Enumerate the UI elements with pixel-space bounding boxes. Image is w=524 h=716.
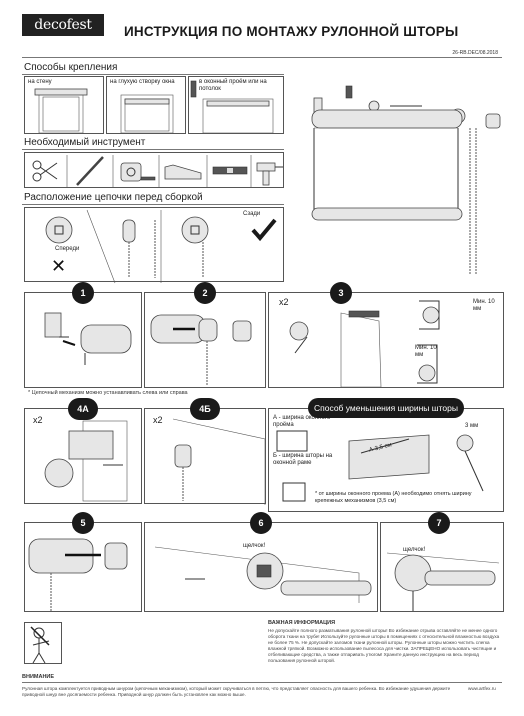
step-6-panel: щелчок! bbox=[144, 522, 378, 612]
step-4a-illustration bbox=[44, 420, 128, 502]
chain-front-label: Спереди bbox=[55, 246, 80, 252]
chain-underline bbox=[22, 204, 284, 205]
step-4a-panel: x2 bbox=[24, 408, 142, 504]
pencil-icon bbox=[76, 156, 104, 186]
step-4b-badge: 4Б bbox=[190, 398, 220, 420]
mounting-section-title: Способы крепления bbox=[24, 62, 118, 73]
blind-overview-illustration bbox=[311, 85, 501, 274]
step-2-badge: 2 bbox=[194, 282, 216, 304]
header-divider bbox=[22, 57, 502, 58]
scissors-icon bbox=[32, 160, 58, 182]
tools-panel bbox=[24, 152, 284, 188]
step-7-click-label: щелчок! bbox=[403, 547, 426, 553]
mounting-option-label: в оконный проём или на потолок bbox=[199, 79, 267, 92]
stapler-icon bbox=[164, 164, 202, 180]
step-4a-badge: 4А bbox=[68, 398, 98, 420]
drill-icon bbox=[256, 162, 283, 186]
brand-logo: decofest bbox=[22, 14, 104, 36]
opening-mount-illustration bbox=[190, 80, 274, 134]
mounting-option-sash: на глухую створку окна bbox=[106, 76, 186, 134]
step-4b-panel: x2 bbox=[144, 408, 266, 505]
document-code: 26-RB.DEC/08.2018 bbox=[452, 50, 498, 56]
step-3-min-bottom: Мин. 10 мм bbox=[415, 345, 437, 358]
mounting-underline bbox=[22, 74, 284, 75]
step-7-panel: щелчок! bbox=[380, 522, 504, 612]
step-2-illustration bbox=[150, 314, 252, 385]
step-6-illustration bbox=[154, 546, 372, 603]
step-4b-illustration bbox=[172, 418, 266, 505]
warning-title: ВНИМАНИЕ bbox=[22, 674, 55, 680]
mounting-option-label: на стену bbox=[28, 79, 52, 85]
step-6-click-label: щелчок! bbox=[243, 543, 266, 549]
width-reduction-illustration bbox=[276, 430, 484, 502]
width-reduction-panel: А - ширина оконного проёма Б - ширина шт… bbox=[268, 408, 504, 512]
child-warning-pictogram bbox=[24, 622, 62, 664]
step-3-panel: x2 Мин. 10 мм Мин. 10 мм bbox=[268, 292, 504, 388]
step-2-panel bbox=[144, 292, 266, 388]
mounting-option-opening: в оконный проём или на потолок bbox=[188, 76, 284, 134]
tools-section-title: Необходимый инструмент bbox=[24, 137, 146, 148]
step-7-illustration bbox=[386, 552, 500, 611]
mounting-option-wall: на стену bbox=[24, 76, 104, 134]
website-link[interactable]: www.artfex.ru bbox=[468, 686, 496, 691]
important-title: ВАЖНАЯ ИНФОРМАЦИЯ bbox=[268, 620, 336, 626]
step-7-badge: 7 bbox=[428, 512, 450, 534]
important-text: Не допускайте полного разматывания рулон… bbox=[268, 628, 500, 663]
width-reduction-label-a: А - ширина оконного проёма bbox=[273, 415, 331, 428]
step-1-illustration bbox=[44, 312, 132, 365]
step-1-badge: 1 bbox=[72, 282, 94, 304]
step-5-panel bbox=[24, 522, 142, 612]
step-3-multiplier: x2 bbox=[279, 297, 289, 307]
width-reduction-note: * от ширины оконного проема (А) необходи… bbox=[315, 491, 472, 504]
warning-text: Рулонная штора комплектуется приводным ш… bbox=[22, 686, 451, 697]
step-1-footnote: * Цепочный механизм можно устанавливать … bbox=[28, 390, 188, 396]
step-3-badge: 3 bbox=[330, 282, 352, 304]
step-4b-multiplier: x2 bbox=[153, 415, 163, 425]
chain-section-title: Расположение цепочки перед сборкой bbox=[24, 192, 203, 203]
step-3-illustration bbox=[289, 300, 440, 388]
width-reduction-small-dim: 3 мм bbox=[465, 423, 479, 429]
wrong-cross-icon: ✕ bbox=[51, 256, 67, 276]
step-5-illustration bbox=[28, 538, 128, 611]
tools-underline bbox=[22, 149, 284, 150]
step-6-badge: 6 bbox=[250, 512, 272, 534]
step-1-panel bbox=[24, 292, 142, 388]
chain-back-label: Сзади bbox=[243, 211, 261, 217]
level-icon bbox=[212, 166, 248, 175]
wall-mount-illustration bbox=[34, 88, 88, 134]
chain-position-illustration bbox=[45, 209, 277, 284]
step-4a-multiplier: x2 bbox=[33, 415, 43, 425]
chain-panel: Спереди ✕ Сзади bbox=[24, 207, 284, 284]
page-title: ИНСТРУКЦИЯ ПО МОНТАЖУ РУЛОННОЙ ШТОРЫ bbox=[124, 24, 459, 39]
step-3-min-top: Мин. 10 мм bbox=[473, 299, 495, 312]
mounting-option-label: на глухую створку окна bbox=[110, 79, 175, 85]
sash-mount-illustration bbox=[120, 94, 174, 134]
width-reduction-title: Способ уменьшения ширины шторы bbox=[308, 398, 464, 418]
tape-measure-icon bbox=[120, 162, 156, 182]
footer-divider bbox=[22, 682, 502, 683]
step-5-badge: 5 bbox=[72, 512, 94, 534]
width-reduction-label-b: Б - ширина шторы на оконной раме bbox=[273, 453, 333, 466]
